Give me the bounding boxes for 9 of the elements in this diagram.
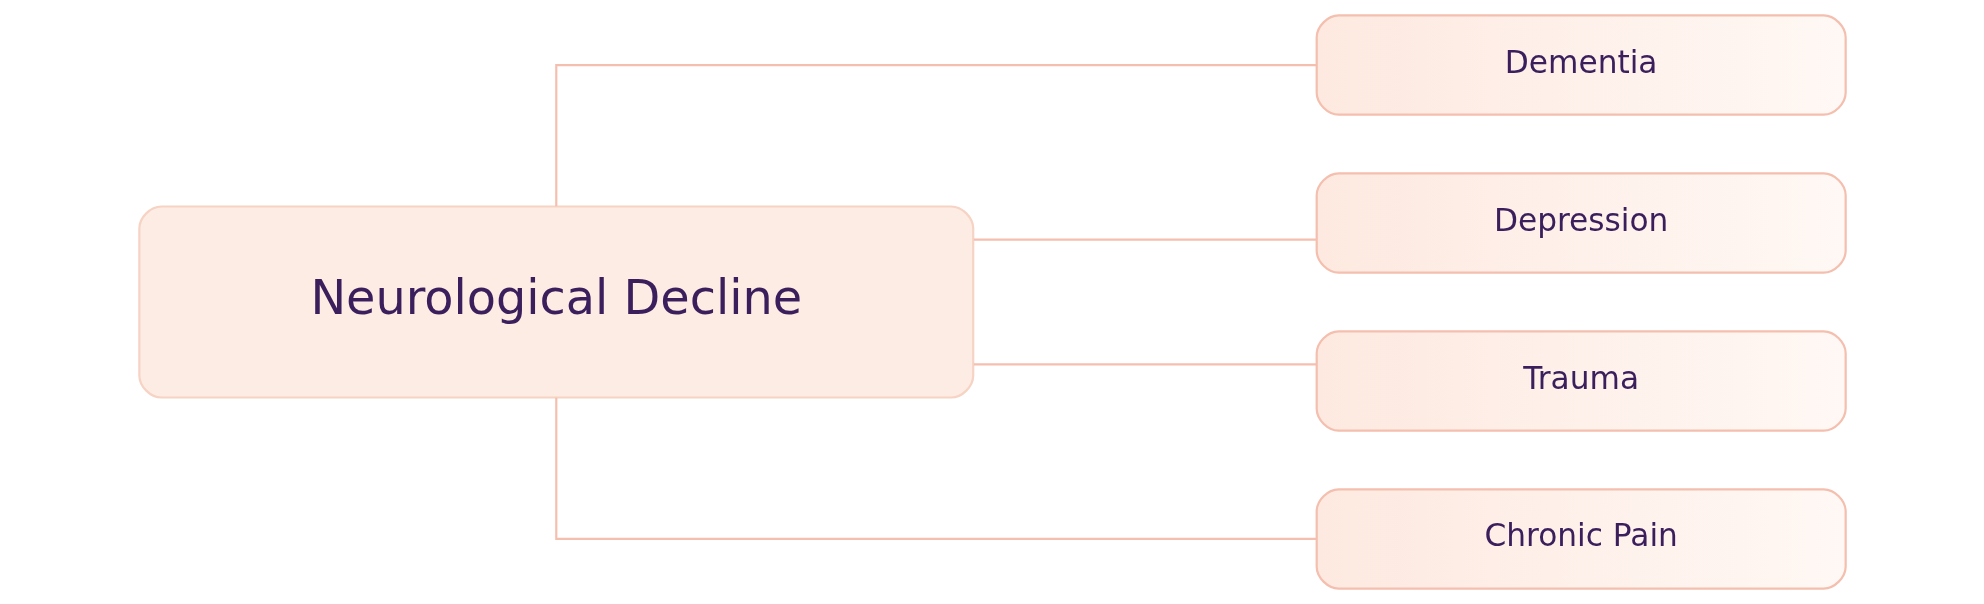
connector — [554, 63, 1317, 207]
node-box: Chronic Pain — [1315, 488, 1847, 590]
node-box: Trauma — [1315, 330, 1847, 432]
connector — [554, 397, 1317, 541]
node-box: Neurological Decline — [137, 205, 974, 399]
connector — [973, 238, 1316, 241]
node-box: Depression — [1315, 172, 1847, 274]
node-box: Dementia — [1315, 14, 1847, 116]
connector — [973, 363, 1316, 366]
